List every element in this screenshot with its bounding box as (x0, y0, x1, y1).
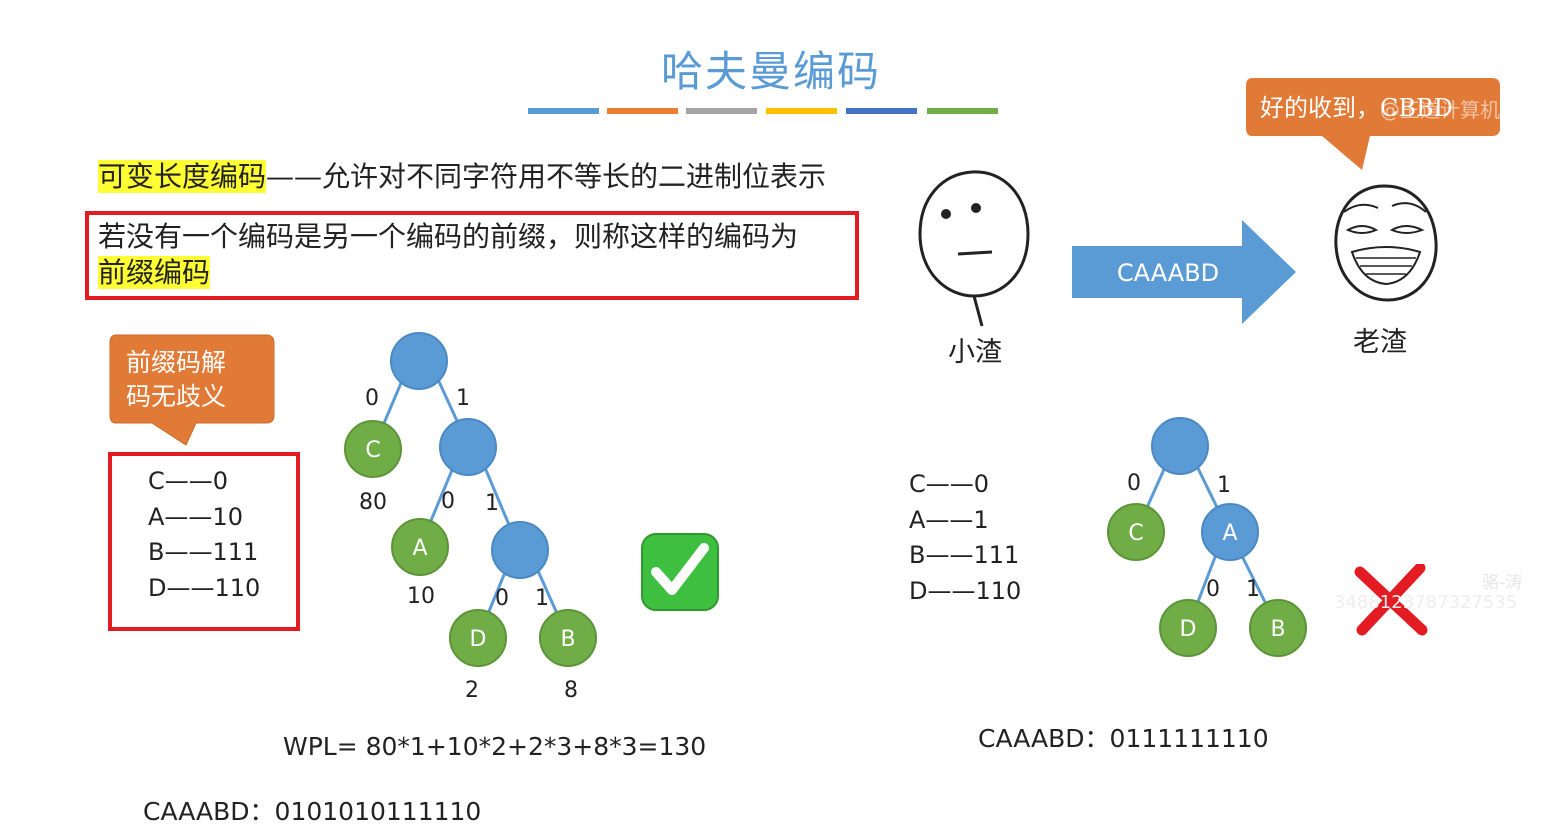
tree-node-a (1201, 503, 1259, 561)
speech-text: 好的收到，CBBD (1260, 94, 1453, 122)
node-label-c: C (1128, 521, 1143, 546)
tree-node-c (1107, 503, 1165, 561)
right-encoded-bits: CAAABD：0111111110 (978, 724, 1269, 753)
right-code-list: C——0 A——1 B——111 D——110 (909, 467, 1021, 609)
node-label-d: D (1180, 617, 1197, 642)
wpl-formula: WPL= 80*1+10*2+2*3+8*3=130 (283, 732, 707, 761)
title-color-bar (528, 108, 998, 114)
left-huffman-tree: C A D B 0 1 0 1 0 1 80 10 2 8 (344, 332, 597, 703)
prefix-definition-text: 若没有一个编码是另一个编码的前缀，则称这样的编码为 (98, 220, 799, 253)
left-code-box: C——0 A——10 B——111 D——110 (108, 452, 300, 631)
node-label-a: A (412, 536, 427, 561)
speech-bubble: 好的收到，CBBD (1246, 78, 1500, 170)
code-b: B——111 (909, 541, 1020, 569)
code-b: B——111 (148, 538, 259, 566)
callout-bubble: 前缀码解 码无歧义 (109, 334, 275, 446)
check-icon (641, 533, 719, 611)
page-title: 哈夫曼编码 (660, 47, 881, 96)
callout-line-1: 前缀码解 (126, 348, 226, 377)
tree-node-b (539, 609, 597, 667)
meme-face-sender (918, 170, 1030, 327)
edge-label: 0 (441, 489, 455, 514)
edge-label: 0 (1127, 471, 1141, 496)
code-c: C——0 (148, 467, 229, 495)
meme-face-receiver (1334, 184, 1438, 302)
edge-label: 1 (456, 386, 470, 411)
definition-term: 可变长度编码 (98, 160, 267, 193)
tree-node-b (1249, 599, 1307, 657)
edge-label: 1 (535, 586, 549, 611)
callout-line-2: 码无歧义 (126, 382, 226, 411)
arrow-label: CAAABD (1117, 259, 1219, 287)
prefix-term: 前缀编码 (98, 256, 211, 289)
weight-label: 80 (359, 490, 387, 515)
definition-text: ——允许对不同字符用不等长的二进制位表示 (266, 160, 827, 193)
edge-label: 1 (485, 491, 499, 516)
node-label-a: A (1222, 521, 1237, 546)
side-watermark-2: 3488123787327535 (1334, 592, 1518, 613)
weight-label: 2 (465, 678, 479, 703)
weight-label: 8 (564, 678, 578, 703)
tree-node-a (391, 518, 449, 576)
node-label-b: B (560, 627, 575, 652)
tree-node-c (344, 420, 402, 478)
receiver-label: 老渣 (1353, 327, 1407, 358)
definition-line: 可变长度编码——允许对不同字符用不等长的二进制位表示 (98, 155, 826, 195)
left-encoded-bits: CAAABD：0101010111110 (143, 797, 482, 826)
code-a: A——10 (148, 502, 243, 531)
prefix-definition-box: 若没有一个编码是另一个编码的前缀，则称这样的编码为 前缀编码 (85, 211, 859, 300)
edge-label: 0 (495, 586, 509, 611)
edge-label: 0 (365, 386, 379, 411)
node-label-c: C (365, 438, 380, 463)
send-arrow: CAAABD (1072, 220, 1296, 324)
cross-icon (1354, 564, 1428, 636)
right-tree: C A D B 0 1 0 1 (1107, 417, 1307, 657)
weight-label: 10 (407, 584, 435, 609)
watermark: @王道计算机教育 (1380, 98, 1540, 122)
code-a: A——1 (909, 505, 989, 534)
edge-label: 1 (1217, 473, 1231, 498)
code-d: D——110 (909, 576, 1022, 605)
tree-node-d (449, 609, 507, 667)
side-watermark-1: 骆-涛 (1482, 573, 1523, 593)
node-label-d: D (470, 627, 487, 652)
edge-label: 1 (1246, 577, 1260, 602)
code-d: D——110 (148, 573, 261, 602)
sender-label: 小渣 (948, 337, 1002, 368)
code-c: C——0 (909, 470, 990, 498)
node-label-b: B (1270, 617, 1285, 642)
edge-label: 0 (1206, 577, 1220, 602)
tree-node-d (1159, 599, 1217, 657)
